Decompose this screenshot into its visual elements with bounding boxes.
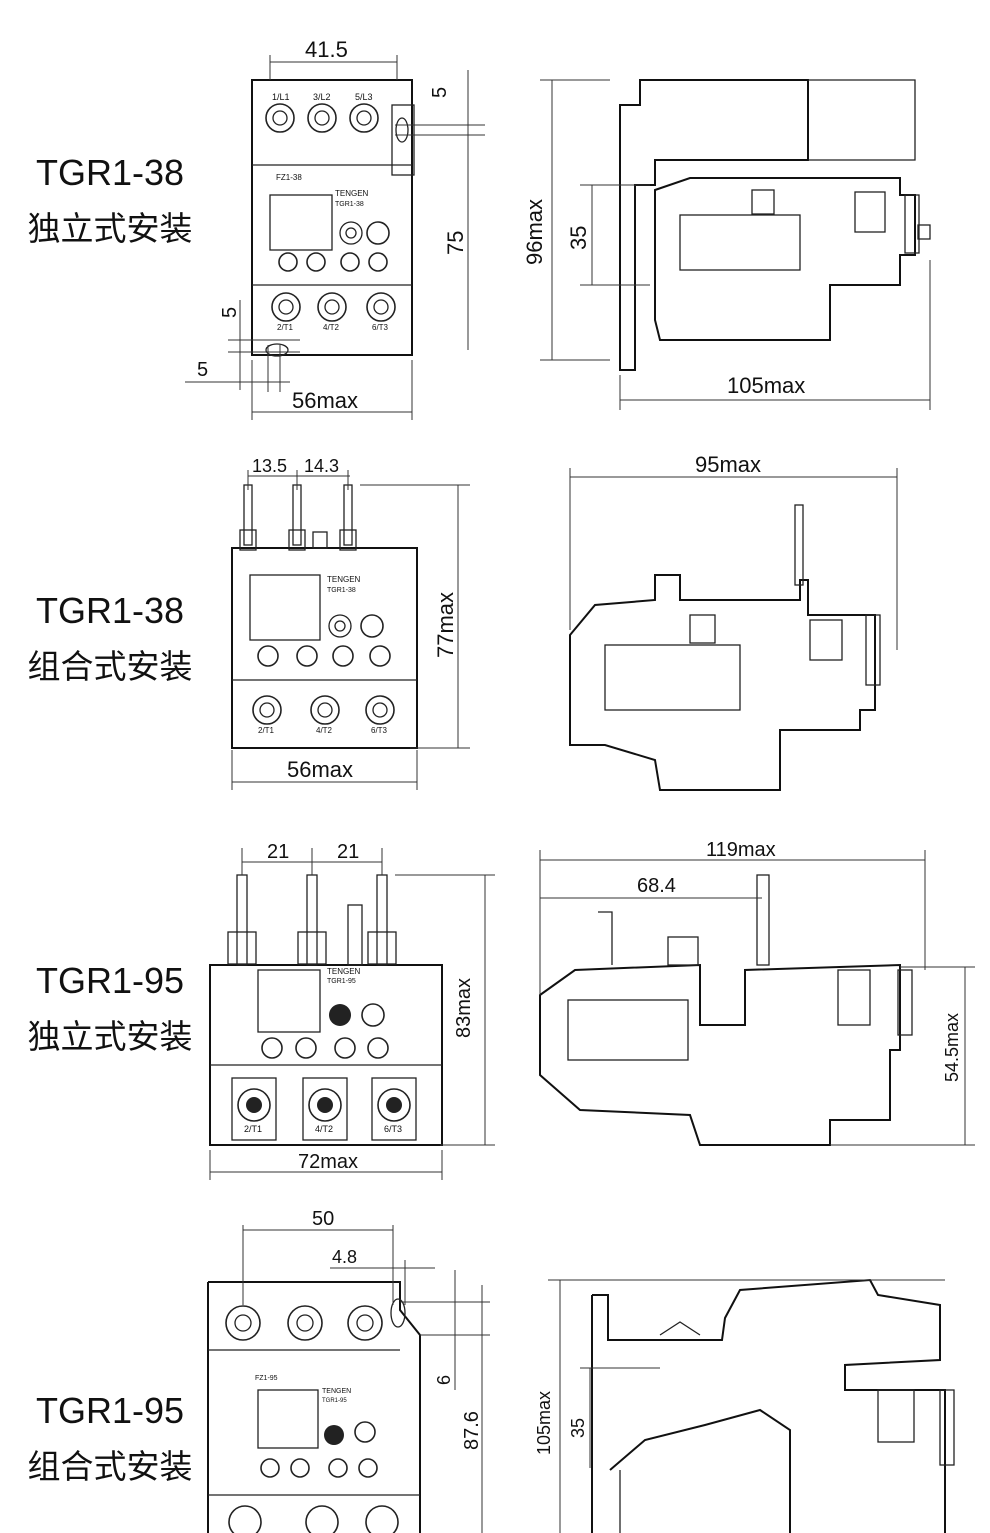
dim-label: 83max xyxy=(453,978,475,1038)
terminal-label: 3/L2 xyxy=(313,92,331,102)
section-tgr1-95-combined: TGR1-95 组合式安装 FZ1-95 TENGEN TGR1-95 xyxy=(0,1210,990,1533)
section-title: TGR1-38 组合式安装 xyxy=(0,590,220,688)
body-outline xyxy=(209,964,443,1146)
dim-label: 41.5 xyxy=(305,37,348,62)
dim-label: 54.5max xyxy=(942,1013,962,1082)
dim-label: 4.8 xyxy=(332,1247,357,1267)
dim-label: 21 xyxy=(337,841,359,863)
bottom-terminals: 2/T1 4/T2 6/T3 xyxy=(252,695,395,735)
section-tgr1-38-combined: TGR1-38 组合式安装 TENGEN TGR1-38 xyxy=(0,430,990,820)
dim-label: 6 xyxy=(434,1375,454,1385)
aux-terminals xyxy=(278,252,388,272)
terminal-label: 4/T2 xyxy=(316,726,333,735)
body-outline xyxy=(207,1281,421,1533)
window xyxy=(257,969,321,1033)
part-label: TGR1-95 xyxy=(327,978,356,985)
brand-label: TENGEN xyxy=(327,575,361,584)
terminal-label: 2/T1 xyxy=(258,726,275,735)
mount-type-label: 独立式安装 xyxy=(27,1017,193,1056)
mount-type-label: 组合式安装 xyxy=(27,647,193,686)
dim-label: 13.5 xyxy=(252,456,287,476)
dim-label: 35 xyxy=(568,1418,588,1438)
pins xyxy=(227,874,397,966)
mount-type-label: 组合式安装 xyxy=(27,1447,193,1486)
dim-label: 5 xyxy=(219,307,241,318)
dim-label: 77max xyxy=(433,592,458,658)
plate-label: FZ1-38 xyxy=(276,173,302,182)
part-label: TGR1-38 xyxy=(335,201,364,208)
front-view: TENGEN TGR1-38 2/T1 4/T2 6/T3 13.5 14.3 xyxy=(231,456,470,790)
body-outline xyxy=(251,79,413,356)
plate-label: FZ1-95 xyxy=(255,1375,278,1382)
dim-label: 72max xyxy=(298,1151,358,1173)
model-label: TGR1-95 xyxy=(35,960,185,1001)
window xyxy=(249,574,321,641)
diagram-tgr1-95-standalone: TENGEN TGR1-95 2/T1 4/T2 6/T3 21 21 8 xyxy=(209,839,975,1180)
terminal-label: 5/L3 xyxy=(355,92,373,102)
pins xyxy=(239,484,357,551)
dim-label: 5 xyxy=(429,87,451,98)
dim-label: 50 xyxy=(312,1210,334,1230)
window xyxy=(257,1389,319,1449)
front-view: 1/L1 3/L2 5/L3 FZ1-38 TENGEN TGR1-38 2/T… xyxy=(185,37,485,420)
terminal-label: 2/T1 xyxy=(277,323,294,332)
window xyxy=(269,194,333,251)
part-label: TGR1-38 xyxy=(327,587,356,594)
section-tgr1-38-standalone: TGR1-38 独立式安装 1/L1 3/L2 5/L3 FZ1-38 TENG… xyxy=(0,0,990,430)
diagram-tgr1-95-combined: FZ1-95 TENGEN TGR1-95 50 4.8 6 87.6 xyxy=(207,1210,955,1533)
model-label: TGR1-38 xyxy=(35,152,185,193)
front-view: FZ1-95 TENGEN TGR1-95 50 4.8 6 87.6 xyxy=(207,1210,490,1533)
front-view: TENGEN TGR1-95 2/T1 4/T2 6/T3 21 21 8 xyxy=(209,841,495,1180)
dim-label: 68.4 xyxy=(637,875,676,897)
dim-label: 14.3 xyxy=(304,456,339,476)
side-view: 95max 96max 35 105max xyxy=(522,79,931,410)
top-terminals: 1/L1 3/L2 5/L3 xyxy=(265,92,379,133)
dim-label: 5 xyxy=(197,359,208,381)
dim-label: 105max xyxy=(727,373,805,398)
dim-label: 75 xyxy=(443,231,468,255)
mount-type-label: 独立式安装 xyxy=(27,209,193,248)
dim-label: 87.6 xyxy=(461,1411,483,1450)
aux-terminals xyxy=(257,645,391,667)
terminal-label: 6/T3 xyxy=(372,323,389,332)
dim-label: 56max xyxy=(292,388,358,413)
side-view: 105max 35 xyxy=(534,1278,955,1533)
terminal-label: 2/T1 xyxy=(244,1124,262,1134)
diagram-tgr1-38-combined: TENGEN TGR1-38 2/T1 4/T2 6/T3 13.5 14.3 xyxy=(231,452,898,791)
diagram-tgr1-38-standalone: 1/L1 3/L2 5/L3 FZ1-38 TENGEN TGR1-38 2/T… xyxy=(185,37,931,420)
terminal-label: 1/L1 xyxy=(272,92,290,102)
bottom-terminals: 2/T1 4/T2 6/T3 xyxy=(231,1077,417,1141)
dim-label: 95max xyxy=(695,452,761,477)
dim-label: 35 xyxy=(566,226,591,250)
terminal-label: 4/T2 xyxy=(315,1124,333,1134)
part-label: TGR1-95 xyxy=(322,1398,347,1404)
brand-label: TENGEN xyxy=(322,1388,351,1395)
top-terminals xyxy=(225,1305,383,1341)
section-title: TGR1-38 独立式安装 xyxy=(0,152,220,250)
aux-terminals xyxy=(261,1037,389,1059)
terminal-label: 4/T2 xyxy=(323,323,340,332)
aux-terminals xyxy=(260,1458,378,1478)
dim-label: 21 xyxy=(267,841,289,863)
model-label: TGR1-38 xyxy=(35,590,185,631)
side-view: 119max 68.4 54.5max xyxy=(539,839,975,1146)
terminal-label: 6/T3 xyxy=(384,1124,402,1134)
dim-label: 105max xyxy=(534,1391,554,1455)
brand-label: TENGEN xyxy=(335,189,369,198)
terminal-label: 6/T3 xyxy=(371,726,388,735)
section-tgr1-95-standalone: TGR1-95 独立式安装 TENGEN TGR1-95 xyxy=(0,820,990,1210)
dim-label: 96max xyxy=(522,199,547,265)
side-view: 95max xyxy=(569,452,898,791)
dim-label: 56max xyxy=(287,757,353,782)
section-title: TGR1-95 组合式安装 xyxy=(0,1390,220,1488)
model-label: TGR1-95 xyxy=(35,1390,185,1431)
bottom-terminals: 2/T1 4/T2 6/T3 xyxy=(271,292,396,332)
brand-label: TENGEN xyxy=(327,967,361,976)
section-title: TGR1-95 独立式安装 xyxy=(0,960,220,1058)
dim-label: 119max xyxy=(706,839,776,861)
